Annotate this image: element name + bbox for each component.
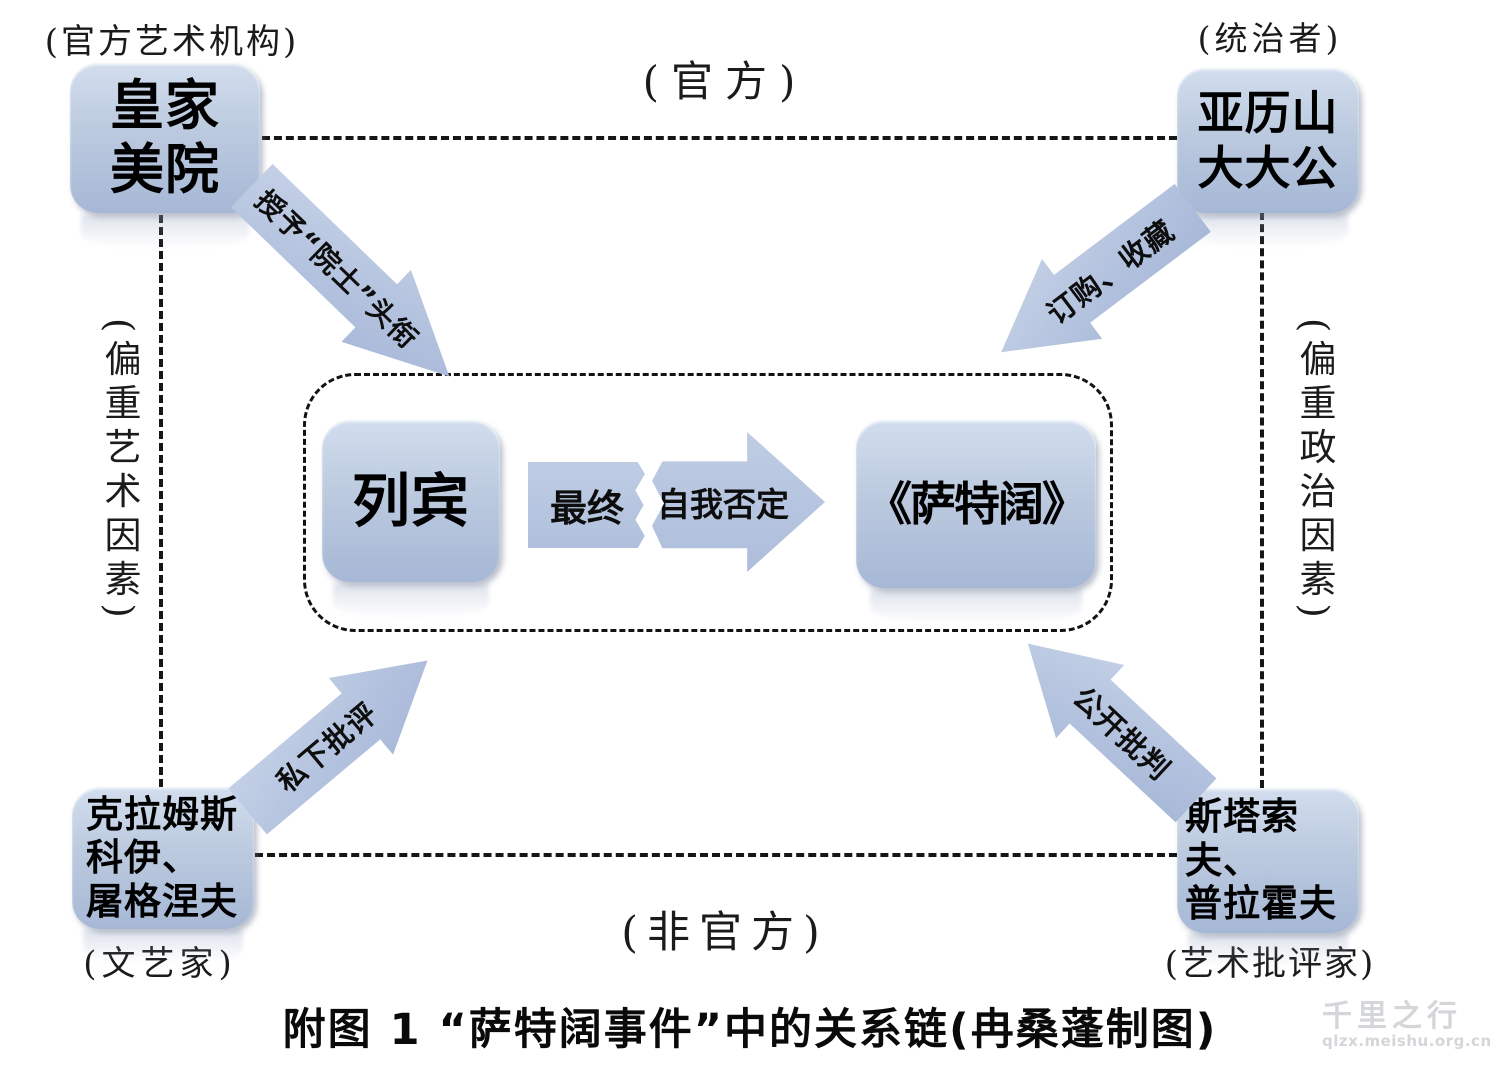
node-stasov-line1: 斯塔索夫、 [1185,795,1299,882]
node-sadko-label: 《萨特阔》 [866,476,1088,531]
node-royal-academy-line2: 美院 [110,138,220,201]
dashed-line-left [159,215,163,787]
label-political-factor-axis: (偏重政治因素) [1293,318,1336,625]
label-art-factor-axis: (偏重艺术因素) [98,318,141,625]
arrow-order-collect: 订购、收藏 [971,168,1223,392]
watermark-site: qlzx.meishu.org.cn [1322,1032,1492,1050]
arrow-grant-title-label: 授予“院士”头衔 [248,183,425,356]
node-grand-duke: 亚历山 大大公 [1177,68,1359,213]
node-stasov-prakhov: 斯塔索夫、 普拉霍夫 [1177,788,1359,933]
dashed-line-bottom [255,853,1177,857]
node-grand-duke-line2: 大大公 [1197,140,1339,195]
node-kramskoy-turgenev: 克拉姆斯 科伊、 屠格涅夫 [72,787,254,929]
node-sadko: 《萨特阔》 [856,420,1096,588]
arrow-self-denial-label: 自我否定 [656,485,789,524]
label-official-art-institution: (官方艺术机构) [44,22,300,62]
node-royal-academy: 皇家 美院 [70,63,260,213]
node-stasov-line2: 普拉霍夫 [1185,882,1337,926]
node-grand-duke-line1: 亚历山 [1197,86,1339,141]
node-kramskoy-line3: 屠格涅夫 [86,879,238,923]
arrow-private-criticism: 私下批评 [215,622,459,850]
watermark: 千里之行 qlzx.meishu.org.cn [1322,1000,1492,1050]
arrow-order-collect-label: 订购、收藏 [1040,213,1181,331]
figure-caption: 附图 1 “萨特阔事件”中的关系链(冉桑蓬制图) [282,1005,1218,1055]
node-kramskoy-line1: 克拉姆斯 [86,792,238,836]
arrow-finally-segment: 最终 [528,462,645,548]
arrow-private-criticism-label: 私下批评 [270,695,384,799]
dashed-line-right [1260,212,1264,788]
node-repin-label: 列宾 [351,466,470,535]
node-kramskoy-line2: 科伊、 [86,836,200,880]
arrow-public-criticism-label: 公开批判 [1066,680,1178,788]
label-unofficial-axis: (非官方) [621,908,829,958]
dashed-line-top [262,136,1177,140]
label-ruler: (统治者) [1197,19,1343,58]
label-official-axis: (官方) [642,57,808,106]
node-royal-academy-line1: 皇家 [110,74,220,138]
arrow-finally-label: 最终 [550,487,624,530]
watermark-brand: 千里之行 [1322,999,1462,1034]
node-repin: 列宾 [322,420,500,582]
center-dashed-frame [303,373,1113,632]
